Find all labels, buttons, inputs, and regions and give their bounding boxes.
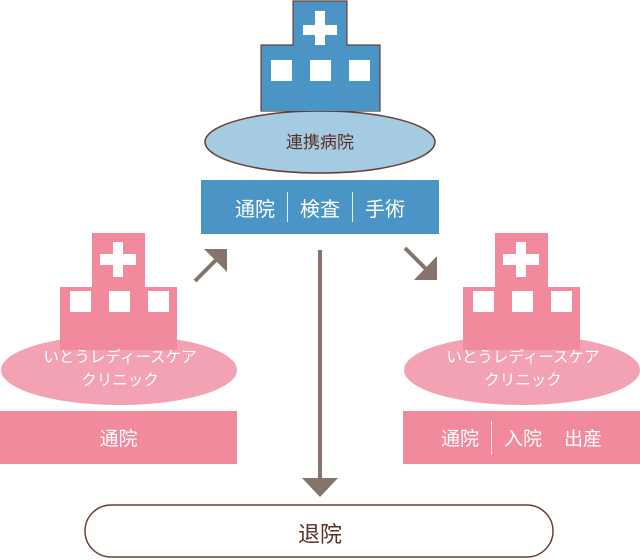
cross-icon: [303, 11, 337, 45]
cross-icon: [100, 242, 136, 277]
center-hospital-name: 連携病院: [286, 133, 354, 153]
right-clinic-name-line1: いとうレディースケア: [446, 348, 600, 366]
discharge-label: 退院: [297, 523, 342, 548]
service-examination: 検査: [300, 196, 340, 221]
left-services-bar: 通院: [0, 411, 237, 464]
center-hospital: [204, 0, 436, 174]
right-clinic-base: [404, 335, 640, 405]
windows-icon: [473, 291, 572, 312]
windows-icon: [271, 60, 370, 81]
service-outpatient: 通院: [99, 428, 138, 450]
cross-icon: [503, 242, 539, 277]
service-outpatient: 通院: [440, 428, 479, 450]
right-services-bar: 通院 入院 出産: [403, 411, 640, 464]
windows-icon: [70, 291, 169, 312]
center-services-bar: 通院 検査 手術: [201, 180, 439, 234]
service-childbirth: 出産: [564, 428, 603, 450]
service-outpatient: 通院: [235, 196, 275, 221]
left-clinic-name-line2: クリニック: [81, 371, 159, 389]
arrow-up-right-icon: [193, 249, 227, 283]
divider: [352, 192, 353, 222]
right-clinic: [404, 233, 640, 405]
arrow-down-icon: [302, 250, 338, 497]
right-clinic-name-line2: クリニック: [484, 371, 562, 389]
left-clinic-base: [1, 335, 237, 405]
left-clinic: [1, 233, 237, 405]
arrow-down-right-icon: [403, 246, 437, 280]
service-surgery: 手術: [365, 196, 405, 221]
left-clinic-name: いとうレディースケア クリニック: [20, 346, 220, 392]
hospital-building-icon: [260, 0, 381, 112]
service-inpatient: 入院: [503, 428, 542, 450]
divider: [287, 192, 288, 222]
right-clinic-name: いとうレディースケア クリニック: [423, 346, 623, 392]
discharge-pill: [84, 504, 554, 558]
divider: [490, 420, 492, 455]
left-clinic-name-line1: いとうレディースケア: [43, 348, 197, 366]
